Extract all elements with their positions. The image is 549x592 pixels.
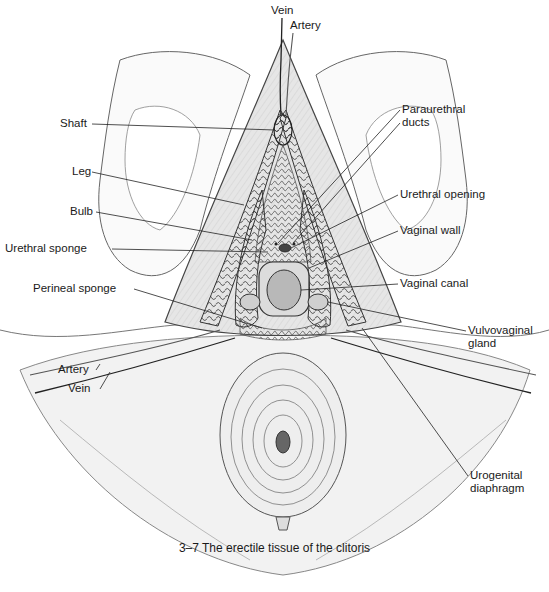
- leader-line: [278, 110, 400, 243]
- artery: [286, 33, 293, 115]
- vaginal-wall: [259, 262, 309, 316]
- coccyx: [276, 517, 290, 530]
- vulvovaginal-gland: [308, 294, 328, 310]
- leader-line: [112, 249, 268, 252]
- vein: [35, 338, 235, 393]
- perineum-shading: [20, 335, 530, 575]
- leader-line: [291, 195, 398, 248]
- part-label: Shaft: [60, 117, 87, 130]
- leader-line: [301, 284, 398, 290]
- part-label: Vein: [68, 382, 90, 395]
- leader-line: [309, 231, 398, 268]
- vein: [331, 338, 531, 393]
- part-label: Artery: [58, 363, 89, 376]
- paraurethral-duct: [275, 243, 278, 246]
- diaphragm-shading: [165, 40, 401, 336]
- leader-line: [92, 172, 244, 205]
- leader-line: [362, 328, 468, 476]
- figure-caption: 3–7 The erectile tissue of the clitoris: [0, 541, 549, 555]
- artery: [30, 330, 220, 375]
- artery: [346, 330, 536, 375]
- sphincter-ring: [242, 385, 324, 493]
- vein: [280, 18, 282, 115]
- sphincter-ring: [253, 400, 313, 480]
- sphincter-ring: [264, 415, 302, 467]
- part-label: Urogenital diaphragm: [470, 469, 549, 495]
- bone-foramen: [125, 106, 200, 230]
- anus: [276, 431, 290, 453]
- leader-line: [328, 302, 466, 331]
- urethral-opening: [279, 244, 291, 252]
- urogenital-diaphragm: [165, 40, 401, 336]
- part-label: Vein: [271, 4, 293, 17]
- leader-line: [134, 289, 262, 328]
- vaginal-canal: [267, 270, 301, 310]
- leader-line: [100, 372, 110, 389]
- part-label: Urethral opening: [400, 188, 485, 201]
- part-label: Leg: [72, 165, 91, 178]
- part-label: Artery: [290, 19, 321, 32]
- leader-lines: [92, 110, 468, 476]
- part-label: Bulb: [70, 205, 93, 218]
- anal-sphincter: [220, 353, 346, 517]
- leader-line: [96, 212, 252, 240]
- perineal-sponge: [240, 318, 326, 340]
- part-label: Perineal sponge: [33, 282, 116, 295]
- sphincter-ring: [231, 369, 335, 505]
- leader-line: [293, 123, 400, 243]
- leader-line: [96, 364, 100, 370]
- clitoral-shaft: [274, 115, 292, 145]
- part-label: Vaginal wall: [400, 224, 461, 237]
- leader-line: [92, 124, 275, 130]
- part-label: Paraurethral ducts: [402, 103, 482, 129]
- part-label: Vaginal canal: [400, 277, 468, 290]
- part-label: Vulvovaginal gland: [468, 324, 543, 350]
- part-label: Urethral sponge: [5, 242, 87, 255]
- vulvovaginal-gland: [240, 294, 260, 310]
